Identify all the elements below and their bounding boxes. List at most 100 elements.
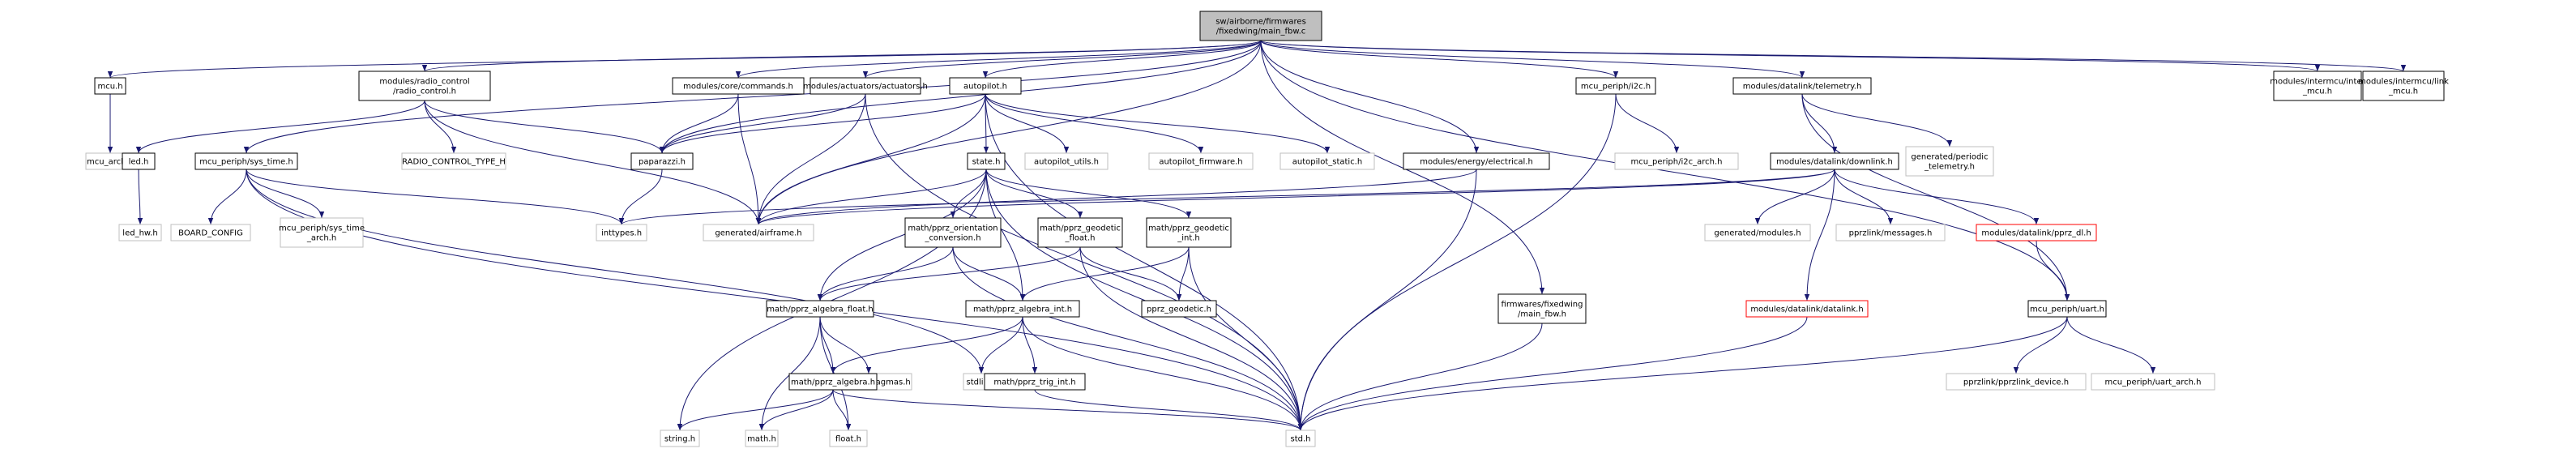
edge-root-to-radio_control <box>422 40 1262 72</box>
node-state[interactable]: state.h <box>967 152 1006 170</box>
node-label: float.h <box>835 435 861 444</box>
node-label: mcu_periph/i2c_arch.h <box>1630 158 1722 167</box>
node-box <box>1976 224 2097 241</box>
node-messages[interactable]: pprzlink/messages.h <box>1835 224 1946 241</box>
edge-downlink-to-datalink <box>1804 169 1835 301</box>
edge-geo_int-to-pprz_geodetic <box>1176 246 1190 301</box>
node-label: BOARD_CONFIG <box>178 229 243 238</box>
node-string-h[interactable]: string.h <box>660 429 700 447</box>
node-label: /main_fbw.h <box>1518 310 1566 319</box>
edge-downlink-to-pprz_dl <box>1834 169 2040 225</box>
node-board-config[interactable]: BOARD_CONFIG <box>170 224 251 241</box>
node-math-h[interactable]: math.h <box>745 429 779 447</box>
node-box <box>1024 152 1109 170</box>
node-label: inttypes.h <box>601 229 642 238</box>
node-ap-firmware[interactable]: autopilot_firmware.h <box>1148 152 1254 170</box>
node-box <box>1497 293 1587 324</box>
node-box <box>703 224 814 241</box>
node-actuators[interactable]: modules/actuators/actuators.h <box>803 77 928 95</box>
node-pprz-geodetic[interactable]: pprz_geodetic.h <box>1141 300 1217 318</box>
edge-geo_float-to-std_h <box>1079 246 1304 431</box>
node-trig-int[interactable]: math/pprz_trig_int.h <box>984 373 1086 391</box>
node-label: math/pprz_orientation <box>908 224 998 233</box>
node-sys-time-arch[interactable]: mcu_periph/sys_time_arch.h <box>279 217 365 248</box>
node-std-h[interactable]: std.h <box>1285 429 1316 447</box>
node-paparazzi[interactable]: paparazzi.h <box>630 152 694 170</box>
edge-geo_int-to-alg_int <box>1019 246 1190 301</box>
node-geo-int[interactable]: math/pprz_geodetic_int.h <box>1146 217 1232 248</box>
node-orient-conv[interactable]: math/pprz_orientation_conversion.h <box>904 217 1002 248</box>
node-label: led_hw.h <box>122 229 157 238</box>
node-uart-arch[interactable]: mcu_periph/uart_arch.h <box>2091 373 2215 391</box>
node-label: _float.h <box>1065 234 1096 243</box>
node-sys-time[interactable]: mcu_periph/sys_time.h <box>194 152 298 170</box>
node-float-h[interactable]: float.h <box>829 429 868 447</box>
node-label: modules/datalink/telemetry.h <box>1743 83 1862 92</box>
node-box <box>949 77 1022 95</box>
edge-geo_float-to-alg_float <box>817 246 1081 301</box>
node-box <box>829 429 868 447</box>
node-i2c-h[interactable]: mcu_periph/i2c.h <box>1575 77 1656 95</box>
edge-alg_int-to-std_h <box>1022 316 1304 431</box>
node-box <box>1905 146 1994 177</box>
node-box <box>810 77 921 95</box>
node-root[interactable]: sw/airborne/firmwares/fixedwing/main_fbw… <box>1199 11 1322 41</box>
node-datalink[interactable]: modules/datalink/datalink.h <box>1745 300 1869 318</box>
node-label: mcu_arch.h <box>87 158 134 167</box>
node-pprzlink-dev[interactable]: pprzlink/pprzlink_device.h <box>1946 373 2087 391</box>
node-label: stdlib.h <box>967 378 997 387</box>
node-pprz-dl[interactable]: modules/datalink/pprz_dl.h <box>1976 224 2097 241</box>
node-uart[interactable]: mcu_periph/uart.h <box>2027 300 2107 318</box>
node-ap-utils[interactable]: autopilot_utils.h <box>1024 152 1109 170</box>
node-led-h[interactable]: led.h <box>122 152 156 170</box>
node-label: modules/actuators/actuators.h <box>803 83 928 92</box>
node-box <box>1199 11 1322 41</box>
node-box <box>1732 77 1872 95</box>
edge-root-to-autopilot_h <box>982 40 1262 79</box>
node-main-fbw-h[interactable]: firmwares/fixedwing/main_fbw.h <box>1497 293 1587 324</box>
node-label: mcu_periph/sys_time <box>279 224 365 233</box>
edge-trig_int-to-std_h <box>1034 389 1304 431</box>
node-label: mcu.h <box>97 83 122 92</box>
node-alg[interactable]: math/pprz_algebra.h <box>788 373 878 391</box>
node-commands[interactable]: modules/core/commands.h <box>672 77 805 95</box>
edge-sys_time-to-board_config <box>207 169 247 225</box>
node-label: math/pprz_geodetic <box>1148 224 1229 233</box>
node-periodic-tel[interactable]: generated/periodic_telemetry.h <box>1905 146 1994 177</box>
edge-state-to-geo_float <box>985 169 1083 219</box>
node-radio-control[interactable]: modules/radio_control/radio_control.h <box>358 71 491 101</box>
node-box <box>2091 373 2215 391</box>
node-inter-mcu[interactable]: modules/intermcu/inter_mcu.h <box>2270 71 2366 101</box>
node-label: autopilot.h <box>963 83 1007 92</box>
edge-geo_int-to-std_h <box>1188 246 1304 431</box>
edge-electrical-to-std_h <box>1297 169 1477 431</box>
node-airframe[interactable]: generated/airframe.h <box>703 224 814 241</box>
node-label: generated/periodic <box>1911 153 1988 162</box>
node-downlink[interactable]: modules/datalink/downlink.h <box>1770 152 1899 170</box>
node-link-mcu[interactable]: modules/intermcu/link_mcu.h <box>2358 71 2449 101</box>
node-autopilot-h[interactable]: autopilot.h <box>949 77 1022 95</box>
node-electrical[interactable]: modules/energy/electrical.h <box>1403 152 1550 170</box>
edge-autopilot_h-to-ap_firmware <box>985 93 1204 154</box>
node-label: math/pprz_geodetic <box>1040 224 1121 233</box>
node-geo-float[interactable]: math/pprz_geodetic_float.h <box>1037 217 1123 248</box>
node-telemetry[interactable]: modules/datalink/telemetry.h <box>1732 77 1872 95</box>
edge-sys_time-to-sys_time_arch <box>246 169 325 219</box>
edge-alg-to-string_h <box>677 389 834 431</box>
node-label: std.h <box>1291 435 1311 444</box>
node-box <box>358 71 491 101</box>
node-i2c-arch[interactable]: mcu_periph/i2c_arch.h <box>1614 152 1739 170</box>
node-mcu-h[interactable]: mcu.h <box>94 77 126 95</box>
edge-state-to-std_h <box>985 169 1304 431</box>
edge-main_fbw_h-to-std_h <box>1297 323 1543 431</box>
node-led-hw[interactable]: led_hw.h <box>118 224 162 241</box>
node-label: _conversion.h <box>924 234 980 243</box>
node-rc-type[interactable]: RADIO_CONTROL_TYPE_H <box>401 152 506 170</box>
edge-root-to-i2c_h <box>1260 40 1619 79</box>
node-alg-int[interactable]: math/pprz_algebra_int.h <box>965 300 1080 318</box>
node-inttypes[interactable]: inttypes.h <box>596 224 647 241</box>
node-alg-float[interactable]: math/pprz_algebra_float.h <box>766 300 874 318</box>
node-gen-modules[interactable]: generated/modules.h <box>1704 224 1811 241</box>
node-box <box>984 373 1086 391</box>
node-ap-static[interactable]: autopilot_static.h <box>1279 152 1375 170</box>
